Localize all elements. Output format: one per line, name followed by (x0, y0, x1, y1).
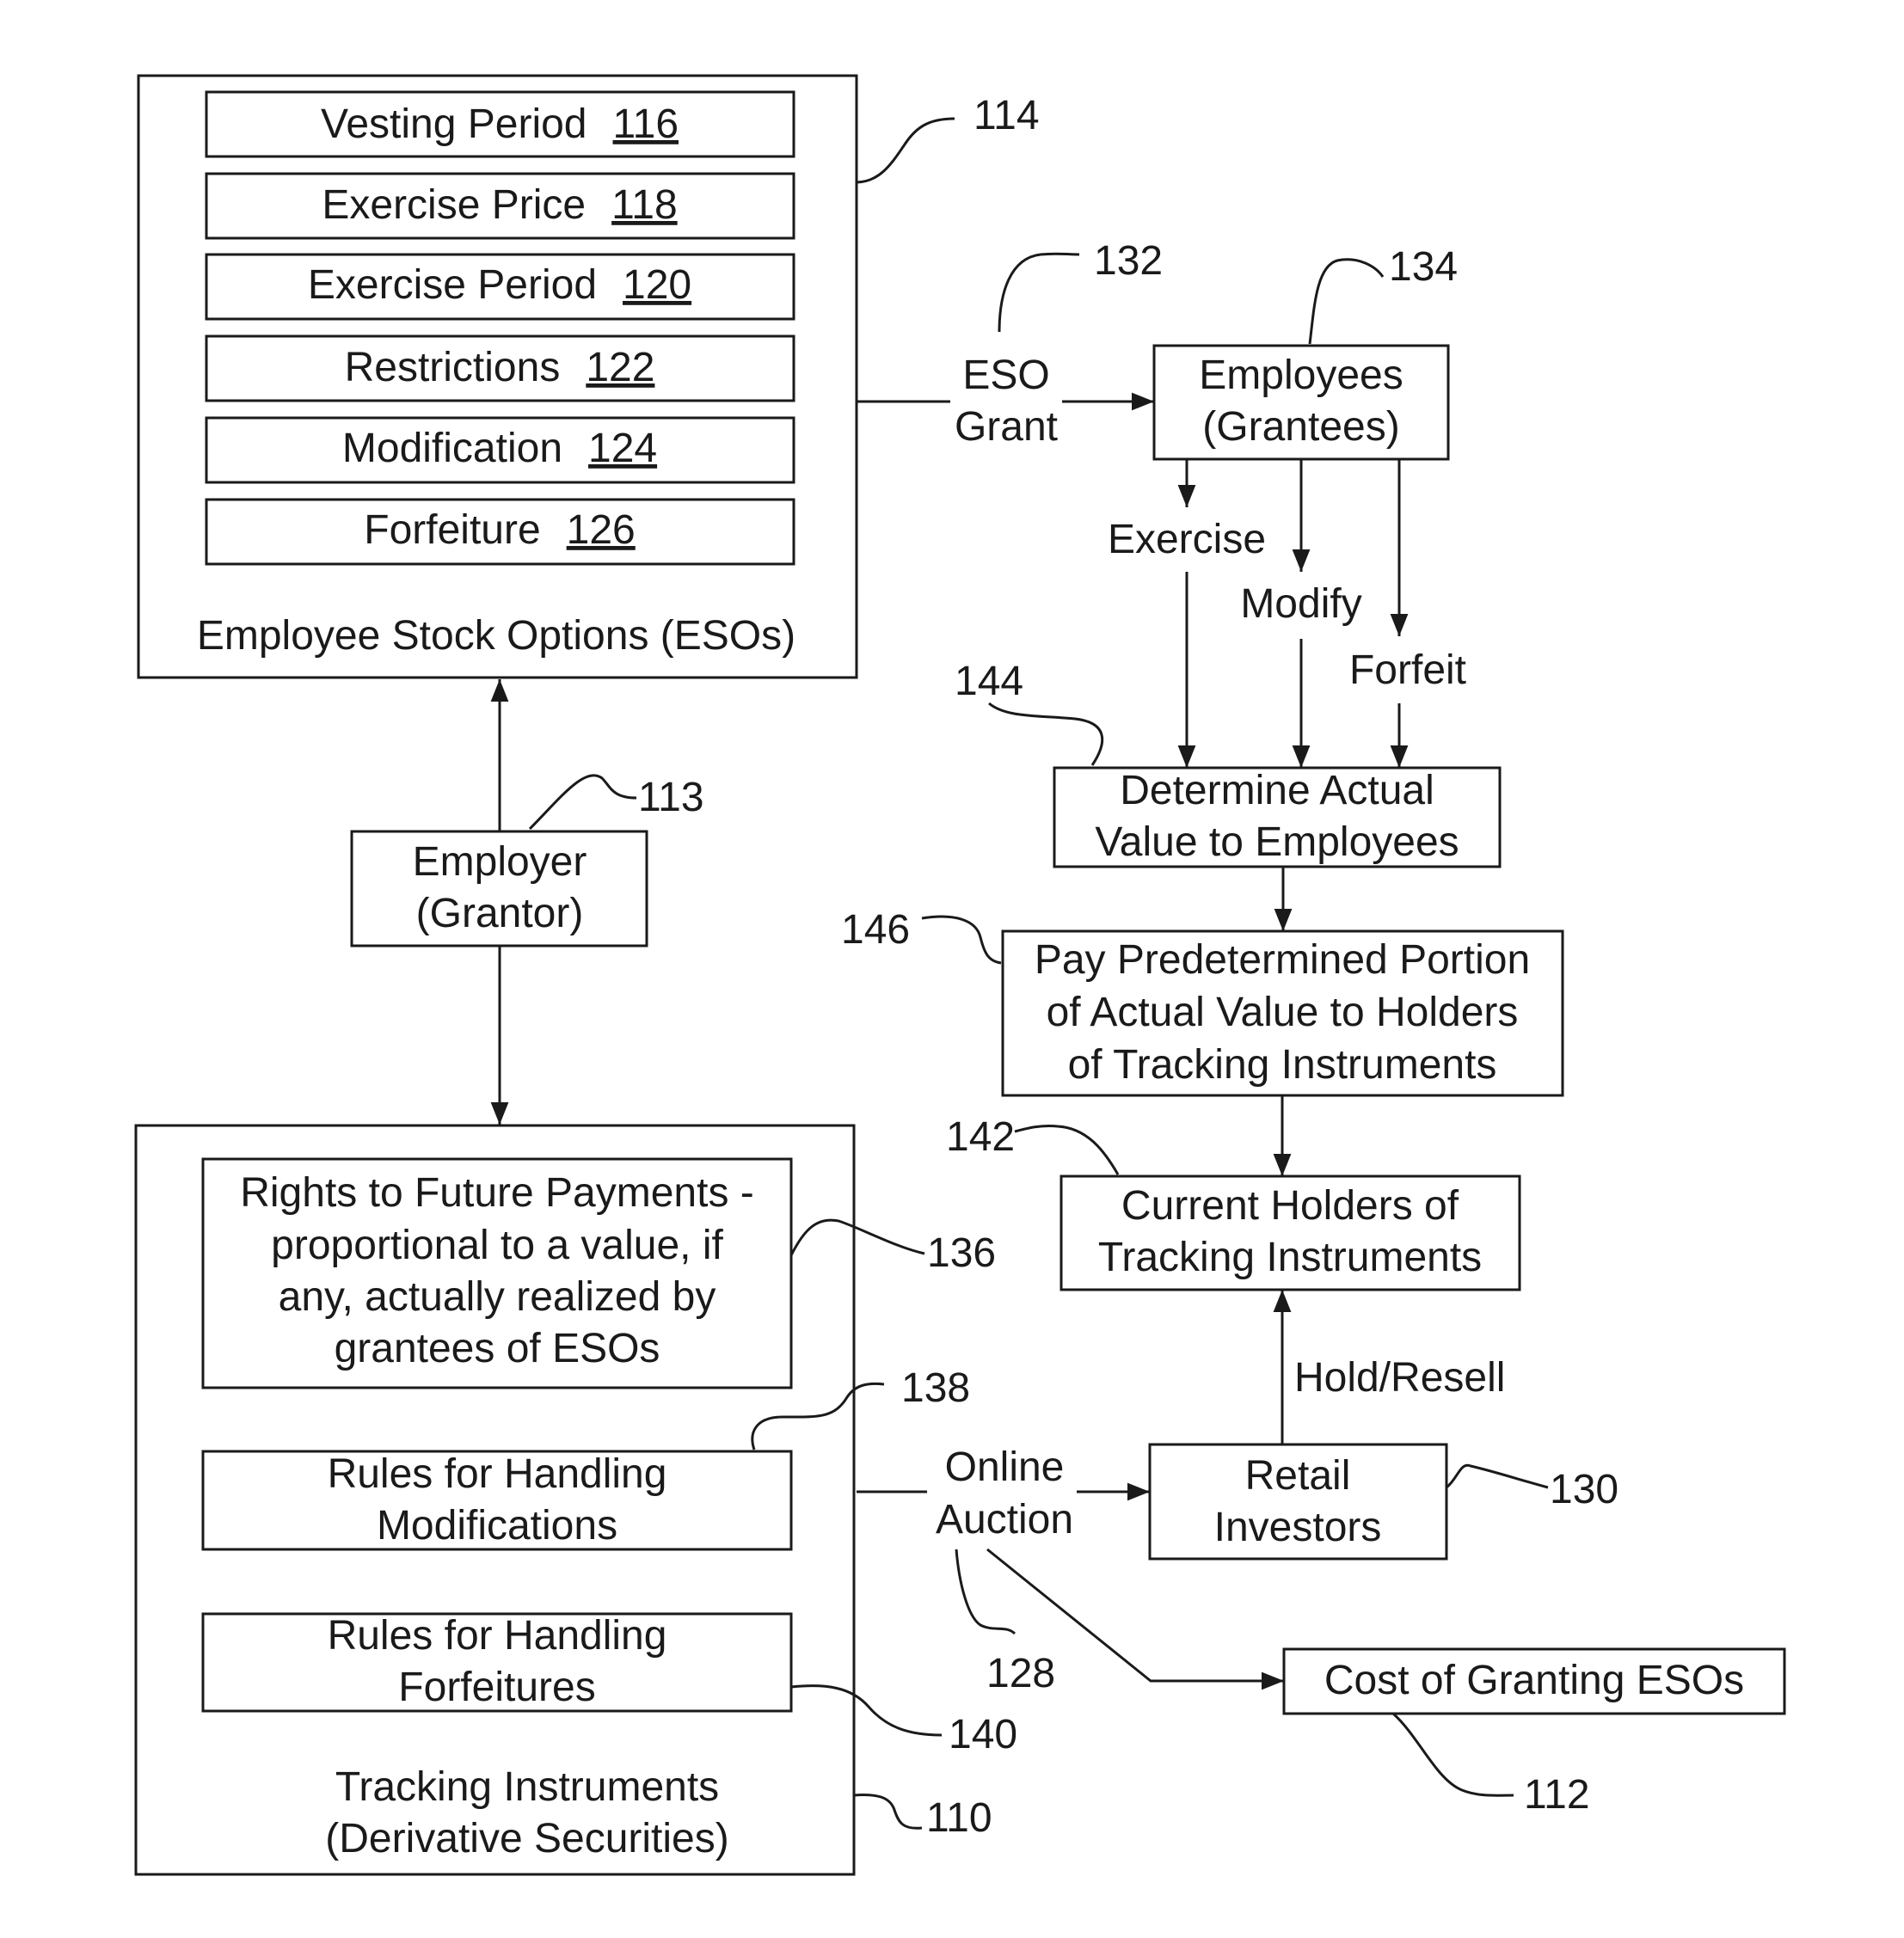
cost-ref-leader (1393, 1714, 1514, 1795)
eso-item-vesting: Vesting Period116 (321, 101, 679, 147)
employer-ref-leader (530, 776, 636, 829)
rights-line1: Rights to Future Payments - (240, 1170, 754, 1216)
rules-forf-line1: Rules for Handling (328, 1613, 667, 1659)
tracking-ref-number: 110 (926, 1795, 992, 1841)
eso-grant-group: ESO Grant 132 (857, 238, 1163, 450)
tracking-group: Rights to Future Payments - proportional… (136, 1125, 1017, 1874)
tracking-caption-line1: Tracking Instruments (335, 1764, 719, 1810)
rules-mod-ref-number: 138 (901, 1365, 970, 1411)
eso-caption: Employee Stock Options (ESOs) (197, 613, 795, 659)
rights-line3: any, actually realized by (279, 1274, 716, 1320)
employees-group: Employees (Grantees) 134 (1154, 244, 1458, 459)
employer-line2: (Grantor) (416, 891, 584, 936)
pay-line3: of Tracking Instruments (1068, 1042, 1497, 1088)
exercise-label: Exercise (1108, 517, 1266, 562)
rules-forf-line2: Forfeitures (398, 1665, 595, 1710)
eso-grant-line1: ESO (962, 353, 1049, 398)
determine-ref-leader (989, 703, 1102, 765)
rights-line4: grantees of ESOs (335, 1326, 660, 1371)
determine-line1: Determine Actual (1120, 768, 1434, 813)
pay-line1: Pay Predetermined Portion (1035, 937, 1530, 983)
rights-ref-number: 136 (927, 1230, 996, 1276)
determine-line2: Value to Employees (1095, 819, 1459, 865)
tracking-caption-line2: (Derivative Securities) (325, 1816, 728, 1861)
holders-ref-number: 142 (946, 1114, 1015, 1160)
holders-group: Current Holders of Tracking Instruments … (946, 1114, 1520, 1290)
eso-item-modification: Modification124 (342, 426, 657, 471)
rights-line2: proportional to a value, if (271, 1223, 723, 1268)
rules-forf-ref-number: 140 (949, 1712, 1017, 1757)
employees-line2: (Grantees) (1202, 404, 1399, 450)
retail-ref-number: 130 (1550, 1467, 1618, 1512)
auction-ref-number: 128 (986, 1651, 1055, 1696)
retail-line2: Investors (1214, 1505, 1382, 1550)
hold-resell-label: Hold/Resell (1294, 1355, 1505, 1401)
cost-group: Cost of Granting ESOs 112 (1284, 1649, 1784, 1818)
tracking-ref-leader (854, 1795, 922, 1829)
eso-ref-leader (857, 119, 955, 182)
employees-line1: Employees (1199, 353, 1403, 398)
rules-mod-line2: Modifications (377, 1503, 617, 1549)
modify-label: Modify (1240, 581, 1361, 627)
eso-grant-ref-leader (999, 254, 1079, 332)
eso-item-forfeiture: Forfeiture126 (364, 507, 636, 553)
determine-group: Determine Actual Value to Employees 144 (955, 659, 1500, 931)
retail-group: Hold/Resell Retail Investors 130 (1150, 1290, 1618, 1559)
eso-ref-number: 114 (973, 93, 1040, 138)
employees-ref-number: 134 (1389, 244, 1458, 290)
eso-group: Vesting Period116 Exercise Price118 Exer… (138, 76, 1040, 678)
eso-item-exercise-price: Exercise Price118 (322, 182, 677, 228)
auction-line2: Auction (936, 1497, 1073, 1542)
employer-line1: Employer (413, 839, 587, 885)
actions-group: Exercise Modify Forfeit (1108, 459, 1466, 768)
eso-grant-ref-number: 132 (1094, 238, 1163, 284)
eso-grant-line2: Grant (955, 404, 1058, 450)
holders-line1: Current Holders of (1121, 1183, 1459, 1229)
retail-line1: Retail (1245, 1453, 1351, 1499)
holders-line2: Tracking Instruments (1098, 1235, 1482, 1280)
employer-ref-number: 113 (638, 775, 704, 820)
auction-line1: Online (945, 1444, 1065, 1490)
cost-label: Cost of Granting ESOs (1324, 1658, 1744, 1703)
pay-ref-number: 146 (841, 907, 910, 953)
auction-ref-leader (956, 1549, 1015, 1634)
employer-group: Employer (Grantor) 113 (352, 679, 704, 1125)
forfeit-label: Forfeit (1349, 647, 1466, 693)
employees-ref-leader (1310, 260, 1383, 344)
cost-ref-number: 112 (1524, 1772, 1590, 1818)
eso-item-restrictions: Restrictions122 (345, 345, 655, 390)
retail-ref-leader (1446, 1465, 1548, 1487)
determine-ref-number: 144 (955, 659, 1023, 704)
pay-ref-leader (922, 917, 1001, 963)
rules-mod-line1: Rules for Handling (328, 1451, 667, 1497)
holders-ref-leader (1015, 1125, 1118, 1174)
pay-line2: of Actual Value to Holders (1047, 990, 1519, 1035)
eso-item-exercise-period: Exercise Period120 (308, 262, 691, 308)
